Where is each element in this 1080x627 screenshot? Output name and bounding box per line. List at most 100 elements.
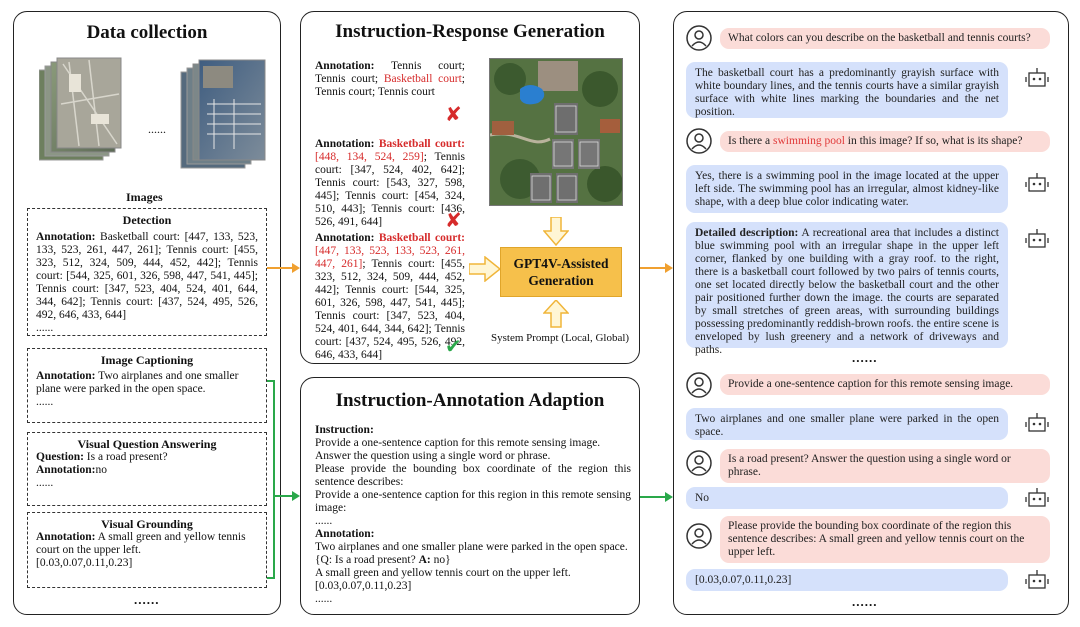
image-stack <box>38 54 269 184</box>
user-avatar-icon <box>686 450 712 476</box>
grounding-title: Visual Grounding <box>101 517 193 531</box>
assistant-message: [0.03,0.07,0.11,0.23] <box>686 569 1008 591</box>
instruction-block: Instruction: Provide a one-sentence capt… <box>315 424 631 528</box>
message-text: in this image? If so, what is its shape? <box>844 135 1023 147</box>
grounding-coords: [0.03,0.07,0.11,0.23] <box>36 557 133 569</box>
cross-icon: ✘ <box>445 104 462 126</box>
robot-icon <box>1025 68 1049 87</box>
detection-box: Detection Annotation: Basketball court: … <box>27 208 267 336</box>
user-message: Is a road present? Answer the question u… <box>720 449 1050 483</box>
annotation-line: Two airplanes and one smaller plane were… <box>315 541 628 553</box>
user-avatar-icon <box>686 372 712 398</box>
robot-icon <box>1025 570 1049 589</box>
annotation-block: Annotation: Two airplanes and one smalle… <box>315 528 631 606</box>
user-avatar-icon <box>686 523 712 549</box>
up-arrow-icon <box>543 300 569 328</box>
annotation-text: ; Tennis court; Tennis court <box>315 73 465 98</box>
robot-icon <box>1025 413 1049 432</box>
robot-icon <box>1025 173 1049 192</box>
conversation-ellipsis: ...... <box>852 350 878 365</box>
annotation-1: Annotation: Tennis court; Tennis court; … <box>315 60 465 99</box>
instruction-label: Instruction: <box>315 424 374 436</box>
user-message: Please provide the bounding box coordina… <box>720 516 1050 563</box>
annotation-3: Annotation: Basketball court: [447, 133,… <box>315 232 465 362</box>
vqa-annotation: Annotation:no <box>36 464 258 477</box>
instruction-response-panel: Instruction-Response Generation Annotati… <box>300 11 640 364</box>
assistant-message: Two airplanes and one smaller plane were… <box>686 408 1008 440</box>
assistant-message: No <box>686 487 1008 509</box>
robot-icon <box>1025 488 1049 507</box>
captioning-ellipsis: ...... <box>36 396 54 408</box>
red-label: Basketball court: <box>374 138 465 150</box>
assistant-message: Yes, there is a swimming pool in the ima… <box>686 165 1008 213</box>
user-message: What colors can you describe on the bask… <box>720 28 1050 49</box>
gen-box-label: GPT4V-Assisted Generation <box>513 256 609 288</box>
annotation-label: Annotation: <box>36 531 96 543</box>
right-arrow-icon <box>469 256 501 282</box>
annotation-label: Annotation: <box>36 370 96 382</box>
annotation-text: A small green and yellow tennis court on… <box>36 531 246 556</box>
red-label: Basketball court: <box>374 232 465 244</box>
annotation-2: Annotation: Basketball court: [448, 134,… <box>315 138 465 229</box>
vqa-question: Question: Is a road present? <box>36 451 258 464</box>
vqa-title: Visual Question Answering <box>77 437 217 451</box>
annotation-label: Annotation: <box>36 231 96 243</box>
annotation-text: ; Tennis court: [455, 323, 512, 324, 509… <box>315 258 465 361</box>
down-arrow-icon <box>543 217 569 247</box>
annotation-text: Two airplanes and one smaller plane were… <box>36 370 239 395</box>
annotation-text: Tennis court; Tennis court; <box>315 60 465 85</box>
assistant-message: The basketball court has a predominantly… <box>686 62 1008 118</box>
user-avatar-icon <box>686 128 712 154</box>
conversation-ellipsis: ...... <box>852 594 878 609</box>
question-text: Is a road present? <box>83 451 168 463</box>
annotation-line: {Q: Is a road present? A: no} <box>315 554 631 567</box>
red-coords: [448, 134, 524, 259] <box>315 151 424 163</box>
vqa-box: Visual Question Answering Question: Is a… <box>27 432 267 506</box>
captioning-box: Image Captioning Annotation: Two airplan… <box>27 348 267 423</box>
data-collection-panel: Data collection <box>13 11 281 615</box>
annotation-text: ; Tennis court: [347, 524, 402, 642]; Te… <box>315 151 465 228</box>
check-icon: ✔ <box>445 336 462 358</box>
system-prompt-label: System Prompt (Local, Global) <box>491 332 630 344</box>
annotation-label: Annotation: <box>315 60 375 72</box>
captioning-title: Image Captioning <box>100 353 194 367</box>
user-message: Is there a swimming pool in this image? … <box>720 131 1050 152</box>
panel-title: Instruction-Annotation Adaption <box>335 390 605 411</box>
annotation-label: Annotation: <box>36 464 96 476</box>
instruction-line: Provide a one-sentence caption for this … <box>315 437 601 449</box>
assistant-message: Detailed description: A recreational are… <box>686 222 1008 356</box>
instruction-annotation-panel: Instruction-Annotation Adaption Instruct… <box>300 377 640 615</box>
detection-ellipsis: ...... <box>36 322 54 334</box>
annotation-text: Basketball court: [447, 133, 523, 133, 5… <box>36 231 258 321</box>
cross-icon: ✘ <box>445 210 462 232</box>
instruction-line: Answer the question using a single word … <box>315 450 551 462</box>
robot-icon <box>1025 229 1049 248</box>
instruction-line: Please provide the bounding box coordina… <box>315 463 631 488</box>
annotation-line: A small green and yellow tennis court on… <box>315 567 571 579</box>
qa-answer: no} <box>430 554 451 566</box>
annotation-ellipsis: ...... <box>315 593 333 605</box>
annotation-label: Annotation: <box>315 528 375 540</box>
grounding-annotation: Annotation: A small green and yellow ten… <box>36 531 258 557</box>
gpt4v-generation-box: GPT4V-Assisted Generation <box>500 247 622 297</box>
bottom-ellipsis: ...... <box>134 592 160 607</box>
qa-answer-label: A: <box>418 554 431 566</box>
message-text: Is there a <box>728 135 774 147</box>
mislabeled-term: Basketball court <box>383 73 462 85</box>
highlighted-term: swimming pool <box>773 135 845 147</box>
detection-annotation: Annotation: Basketball court: [447, 133,… <box>36 231 258 322</box>
message-text: A recreational area that includes a dist… <box>695 227 999 356</box>
annotation-text: no <box>95 464 107 476</box>
instruction-ellipsis: ...... <box>315 515 333 527</box>
qa-question: {Q: Is a road present? <box>315 554 419 566</box>
vqa-ellipsis: ...... <box>36 477 54 489</box>
grounding-box: Visual Grounding Annotation: A small gre… <box>27 512 267 588</box>
detection-title: Detection <box>122 213 172 227</box>
description-label: Detailed description: <box>695 227 799 239</box>
instruction-line: Provide a one-sentence caption for this … <box>315 489 631 514</box>
panel-title: Data collection <box>86 22 208 43</box>
panel-title: Instruction-Response Generation <box>335 21 605 42</box>
red-coords: [447, 133, 523, 133, 523, 261, 447, 261] <box>315 245 465 270</box>
aerial-image <box>489 58 623 206</box>
